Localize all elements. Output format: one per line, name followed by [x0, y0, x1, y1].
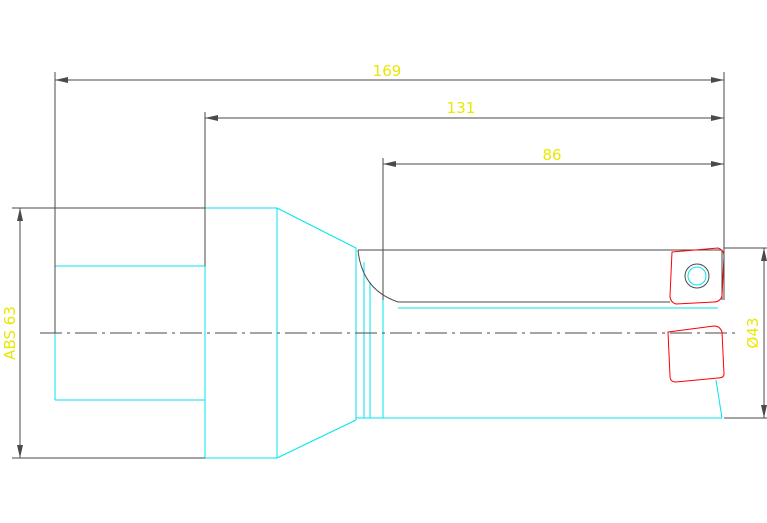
- cone-outline-bottom: [276, 419, 357, 459]
- arrow-dia-bottom-icon: [761, 405, 767, 418]
- dim-text-131: 131: [447, 99, 476, 117]
- arrow-abs-top-icon: [17, 208, 23, 221]
- dimension-texts: 169 131 86 ABS 63 Ø43: [1, 62, 762, 360]
- insert-top: [669, 247, 725, 305]
- arrow-abs-bottom-icon: [17, 445, 23, 458]
- arrow-131-left-icon: [205, 115, 218, 121]
- bar-end-line: [715, 379, 723, 419]
- arrow-169-right-icon: [711, 77, 724, 83]
- cone-outline-top: [276, 207, 357, 249]
- arrow-169-left-icon: [55, 77, 68, 83]
- bar-flute-curve: [357, 249, 399, 303]
- arrow-dia-top-icon: [761, 248, 767, 261]
- arrow-86-right-icon: [711, 161, 724, 167]
- dim-text-dia: Ø43: [744, 318, 762, 349]
- dim-text-86: 86: [542, 146, 561, 164]
- bar-body: [357, 249, 723, 303]
- dim-text-abs: ABS 63: [1, 306, 19, 360]
- part-outline: [54, 207, 723, 459]
- insert-screw-icon: [684, 263, 710, 289]
- dim-text-169: 169: [373, 62, 402, 80]
- arrow-131-right-icon: [711, 115, 724, 121]
- extension-lines: [12, 72, 767, 459]
- inserts: [667, 247, 725, 383]
- arrow-86-left-icon: [383, 161, 396, 167]
- insert-bottom: [667, 325, 725, 383]
- insert-screw-inner-icon: [687, 266, 707, 286]
- dimension-lines: [17, 77, 767, 458]
